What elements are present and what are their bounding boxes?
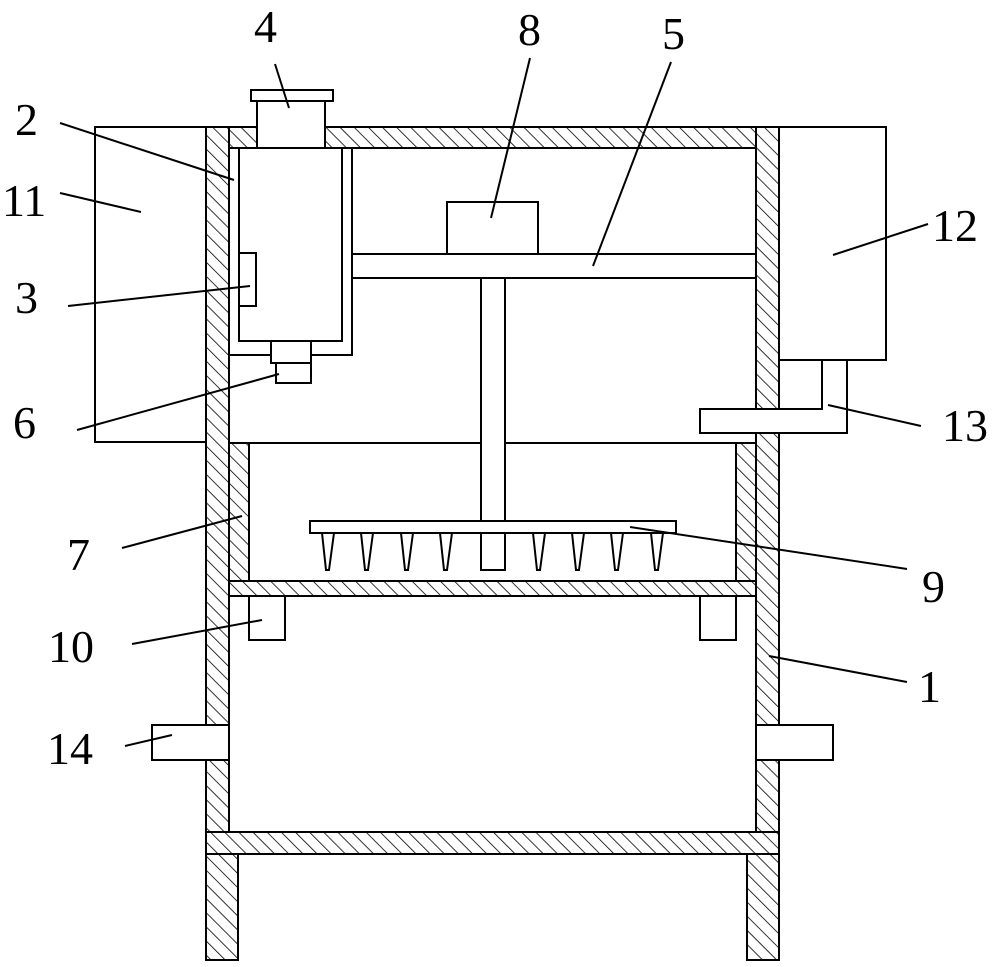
leader-4 [274,63,290,109]
leg-right [746,853,780,961]
motor [446,201,539,255]
label-9: 9 [922,561,945,612]
outlet-right [755,724,834,761]
nozzle-lower [275,362,312,384]
tray-right-wall [735,442,757,584]
leader-3 [67,285,251,307]
spike [570,532,586,571]
label-7: 7 [67,529,90,580]
label-14: 14 [47,723,93,774]
support-right [699,595,737,641]
support-left [248,595,286,641]
stirring-plate [309,520,677,534]
inlet-cap [250,89,334,102]
spike [399,532,415,571]
spike [531,532,547,571]
spike [359,532,375,571]
label-13: 13 [942,400,988,451]
spike [609,532,625,571]
nozzle-upper [270,340,312,364]
leader-11 [59,192,142,213]
spike [649,532,665,571]
label-1: 1 [918,661,941,712]
inlet-neck [256,100,326,149]
label-5: 5 [662,8,685,59]
label-10: 10 [48,621,94,672]
leader-13 [827,404,922,427]
label-4: 4 [254,1,277,52]
leader-lines [59,57,929,747]
label-8: 8 [518,4,541,55]
label-11: 11 [2,175,46,226]
tray-bottom [228,580,757,597]
leader-1 [768,655,908,683]
crossbar [351,253,757,279]
spike [438,532,454,571]
leader-2 [59,122,235,181]
leg-left [205,853,239,961]
container [238,147,343,342]
outlet-left [151,724,230,761]
label-3: 3 [15,272,38,323]
label-6: 6 [13,397,36,448]
label-12: 12 [932,200,978,251]
housing-bottom-wall [205,831,780,855]
side-element [238,252,257,307]
leader-14 [124,734,173,747]
spikes [320,532,665,571]
leader-7 [121,515,243,549]
tray-left-wall [228,442,250,584]
labels: 1 2 3 4 5 6 7 8 9 10 11 12 13 14 [2,1,988,774]
leader-8 [490,57,531,219]
leader-5 [592,61,672,267]
left-side-box [94,126,207,443]
leader-6 [76,373,280,431]
leader-12 [832,223,929,256]
leader-10 [131,619,263,645]
leader-9 [629,526,908,570]
label-2: 2 [15,94,38,145]
spike [320,532,336,571]
